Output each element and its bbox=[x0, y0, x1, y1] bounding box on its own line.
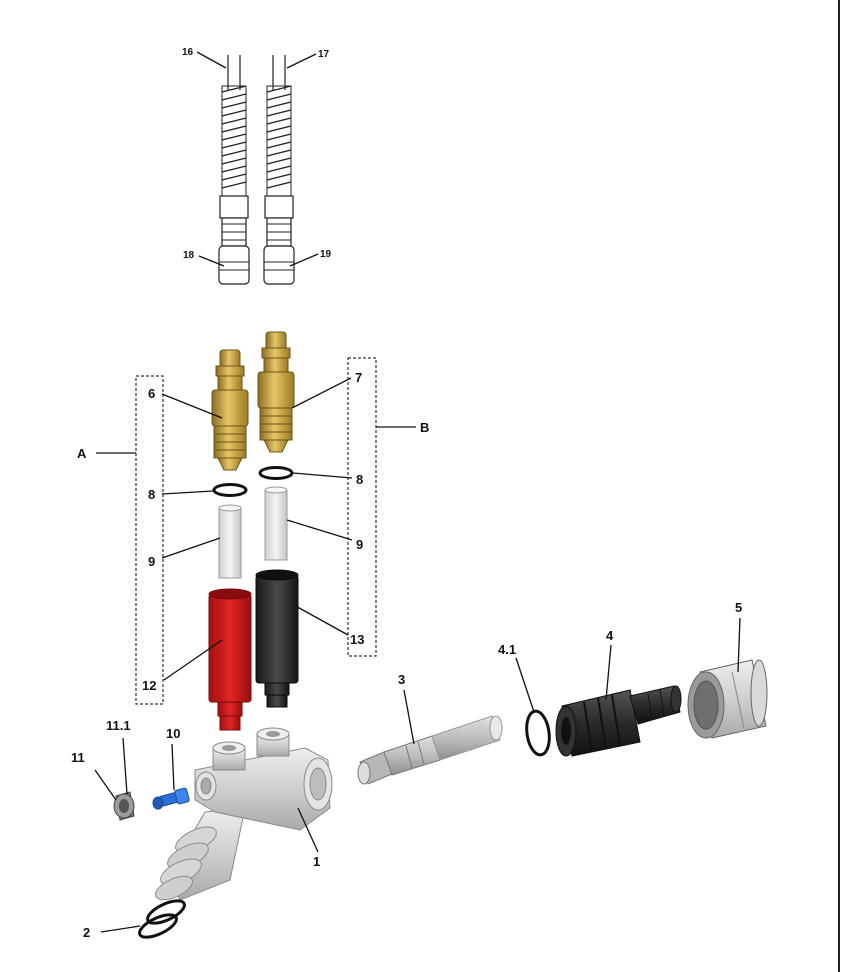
callout-4: 4 bbox=[606, 628, 614, 643]
hose-assembly-17-19 bbox=[263, 55, 295, 285]
leader-18 bbox=[198, 255, 225, 267]
leader-9-left bbox=[161, 537, 221, 559]
leader-10 bbox=[171, 743, 175, 791]
callout-8-right: 8 bbox=[356, 472, 363, 487]
leader-11-1 bbox=[122, 737, 128, 795]
leader-5 bbox=[737, 617, 741, 673]
red-sleeve-12 bbox=[208, 588, 252, 731]
group-a-bracket bbox=[135, 375, 164, 705]
black-sleeve-13 bbox=[255, 569, 299, 708]
leader-19 bbox=[289, 253, 319, 267]
leader-13 bbox=[291, 603, 349, 636]
callout-17: 17 bbox=[318, 49, 330, 60]
o-ring-4-1 bbox=[525, 709, 551, 757]
white-insert-9-left bbox=[218, 504, 242, 579]
union-nut-5 bbox=[687, 659, 768, 739]
o-ring-8-right bbox=[258, 466, 294, 480]
callout-6: 6 bbox=[148, 386, 155, 401]
gun-body-1 bbox=[154, 727, 333, 901]
o-ring-8-left bbox=[212, 483, 248, 497]
leader-4-1 bbox=[515, 657, 535, 713]
blue-screw-10 bbox=[152, 787, 190, 810]
callout-12: 12 bbox=[142, 678, 156, 693]
callout-a: A bbox=[77, 446, 87, 461]
callout-1: 1 bbox=[313, 854, 320, 869]
callout-11-1: 11.1 bbox=[106, 718, 131, 733]
leader-16 bbox=[196, 51, 227, 69]
callout-3: 3 bbox=[398, 672, 405, 687]
leader-1 bbox=[297, 807, 319, 853]
callout-18: 18 bbox=[183, 250, 195, 261]
o-ring-2-upper bbox=[146, 899, 186, 925]
callout-5: 5 bbox=[735, 600, 742, 615]
callout-11: 11 bbox=[71, 750, 85, 765]
leader-17 bbox=[286, 53, 317, 69]
callout-13: 13 bbox=[350, 632, 364, 647]
brass-coupling-7 bbox=[257, 331, 295, 453]
nozzle-tube-3 bbox=[357, 715, 503, 785]
leader-6 bbox=[161, 393, 223, 419]
callout-10: 10 bbox=[166, 726, 180, 741]
page-edge-rule bbox=[838, 0, 840, 972]
leader-3 bbox=[403, 689, 415, 745]
leader-7 bbox=[291, 377, 352, 409]
white-insert-9-right bbox=[264, 486, 288, 561]
callout-16: 16 bbox=[182, 47, 194, 58]
handle-ribs bbox=[154, 826, 217, 901]
callout-4-1: 4.1 bbox=[498, 642, 516, 657]
leader-4 bbox=[605, 644, 612, 701]
leader-2 bbox=[100, 925, 141, 933]
plug-11 bbox=[113, 791, 135, 821]
callout-b: B bbox=[420, 420, 429, 435]
o-ring-2-lower bbox=[138, 913, 178, 939]
leader-8-right bbox=[292, 472, 353, 479]
callout-2: 2 bbox=[83, 925, 90, 940]
dark-connector-4 bbox=[555, 685, 682, 757]
group-b-bracket bbox=[347, 357, 377, 657]
callout-9-right: 9 bbox=[356, 537, 363, 552]
callout-19: 19 bbox=[320, 249, 332, 260]
leader-9-right bbox=[286, 519, 353, 541]
leader-12 bbox=[163, 639, 223, 681]
callout-8-left: 8 bbox=[148, 487, 155, 502]
callout-9-left: 9 bbox=[148, 554, 155, 569]
callout-7: 7 bbox=[355, 370, 362, 385]
hose-assembly-16-18 bbox=[218, 55, 250, 285]
brass-coupling-6 bbox=[211, 349, 249, 471]
leader-8-left bbox=[161, 490, 214, 495]
leader-11 bbox=[94, 769, 117, 801]
spring-guard-right bbox=[266, 85, 292, 197]
spring-guard-left bbox=[221, 85, 247, 197]
